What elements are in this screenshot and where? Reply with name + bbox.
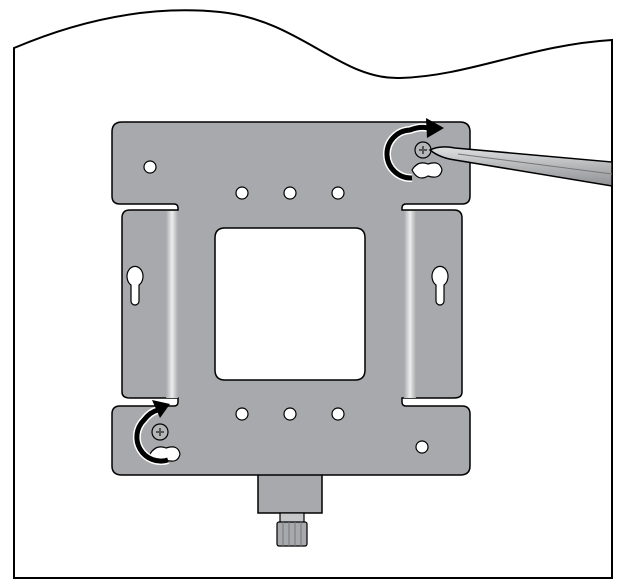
mounting-plate xyxy=(111,121,471,476)
hole xyxy=(415,440,429,454)
hole xyxy=(283,186,297,200)
screw-slot-top xyxy=(411,162,443,179)
holes xyxy=(143,160,429,454)
hole xyxy=(331,407,345,421)
hole xyxy=(143,160,157,174)
screw-cross-icon xyxy=(156,428,164,436)
hole xyxy=(283,407,297,421)
connector xyxy=(257,464,323,547)
hole xyxy=(331,186,345,200)
keyhole-left xyxy=(126,265,144,306)
hole xyxy=(235,407,249,421)
keyhole-right xyxy=(431,265,449,306)
left-rib xyxy=(166,211,178,398)
hole xyxy=(235,186,249,200)
rotate-arrow-icon-bottom xyxy=(132,400,170,466)
right-rib xyxy=(404,211,416,398)
rotate-arrow-icon-top xyxy=(383,118,444,182)
screw-cross-icon xyxy=(419,146,427,154)
